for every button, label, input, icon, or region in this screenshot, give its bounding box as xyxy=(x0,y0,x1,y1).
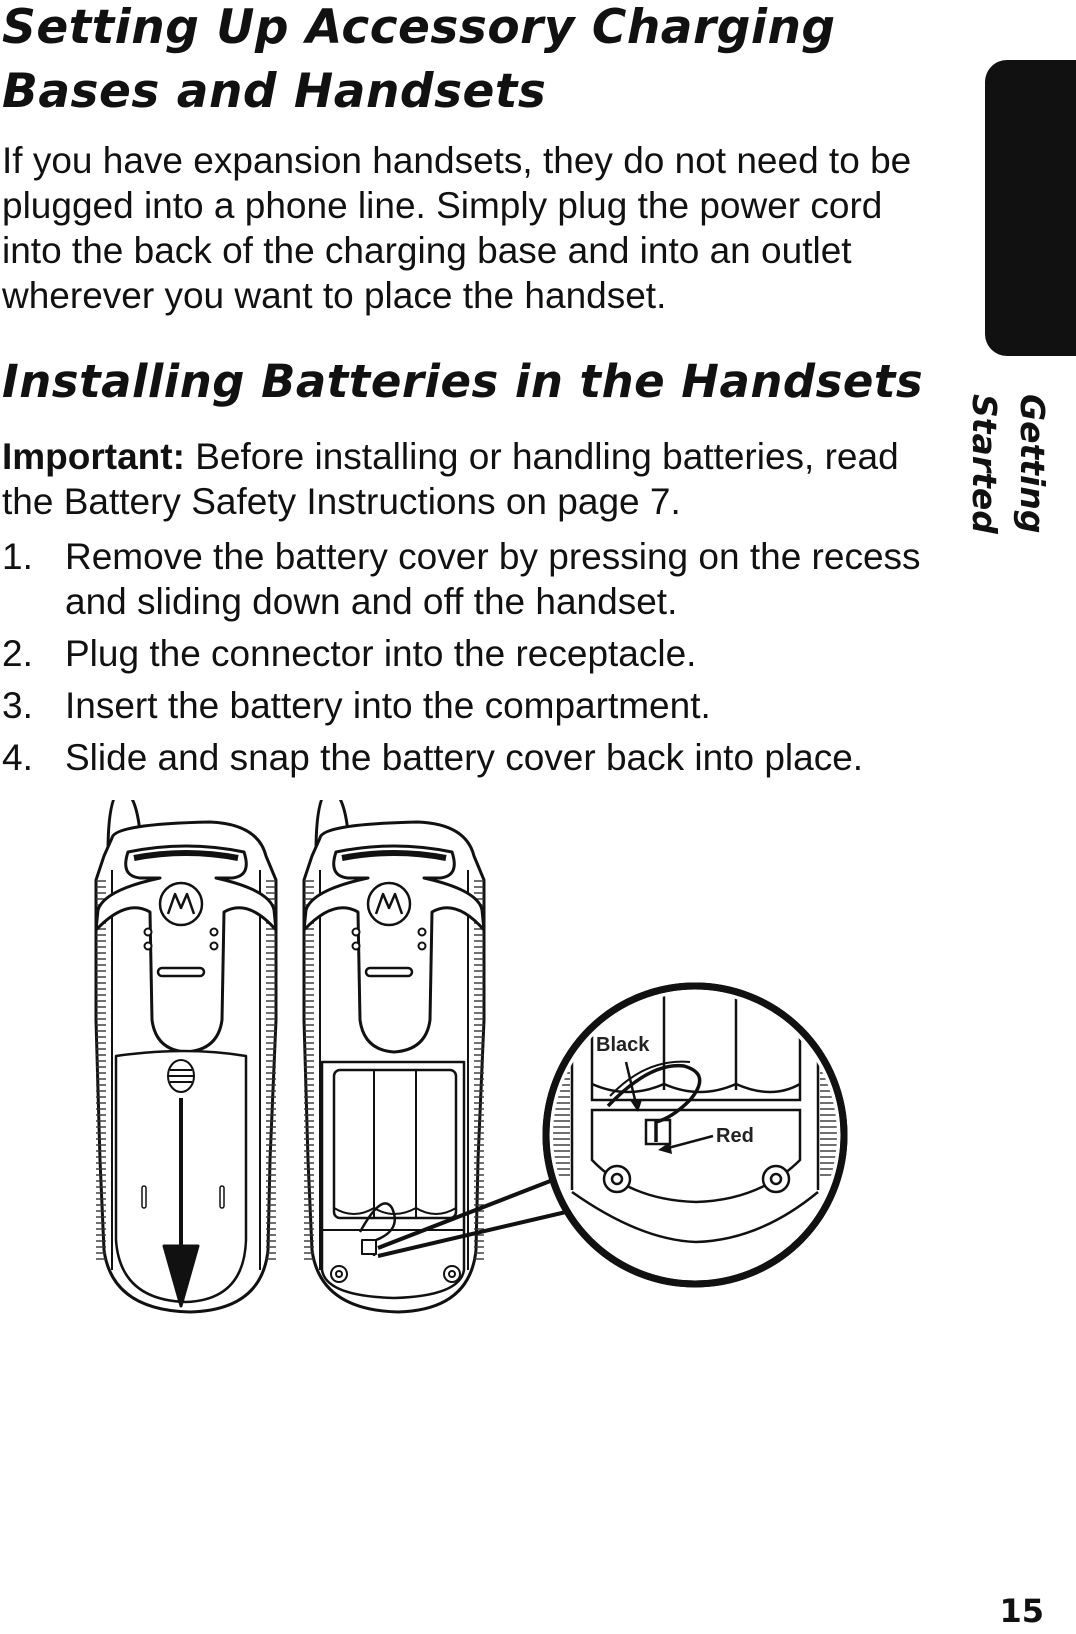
red-wire-label: Red xyxy=(716,1125,754,1147)
important-note: Important: Before installing or handling… xyxy=(2,434,942,524)
chapter-tab-label: Getting Started xyxy=(965,394,1052,534)
important-label: Important: xyxy=(2,436,185,477)
battery-connector xyxy=(361,1239,377,1255)
connector-wire xyxy=(606,1063,702,1142)
cover-recess xyxy=(167,1059,195,1093)
slide-down-arrowhead xyxy=(162,1244,200,1308)
side-grip-right xyxy=(474,880,484,1260)
list-item: 1. Remove the battery cover by pressing o… xyxy=(2,534,932,624)
step-text: Slide and snap the battery cover back in… xyxy=(65,737,864,778)
receptacle xyxy=(644,1118,672,1146)
chapter-tab xyxy=(985,60,1076,356)
belt-clip xyxy=(94,844,278,1054)
section-heading-batteries: Installing Batteries in the Handsets xyxy=(2,355,924,408)
magnified-connector-detail: Black Red xyxy=(542,982,848,1288)
handset-cover-removed xyxy=(302,800,486,1314)
section-heading-setup: Setting Up Accessory Charging Bases and … xyxy=(2,0,836,119)
step-number: 4. xyxy=(2,737,33,778)
battery-installation-illustration: Black Red xyxy=(94,800,848,1314)
motorola-logo-icon xyxy=(366,881,412,927)
list-item: 2. Plug the connector into the receptacle… xyxy=(2,631,932,676)
list-item: 3. Insert the battery into the compartmen… xyxy=(2,683,932,728)
step-text: Insert the battery into the compartment. xyxy=(65,685,711,726)
page-number: 15 xyxy=(999,1592,1044,1630)
handset-with-cover xyxy=(94,800,278,1314)
black-wire-pointer xyxy=(624,1061,638,1105)
red-wire-pointer xyxy=(667,1134,714,1150)
important-text: Before installing or handling batteries,… xyxy=(2,436,899,522)
callout-lines xyxy=(377,1176,567,1258)
side-grip-left xyxy=(304,880,314,1260)
step-number: 1. xyxy=(2,536,33,577)
side-grip-right xyxy=(266,880,276,1260)
step-number: 2. xyxy=(2,633,33,674)
step-text: Remove the battery cover by pressing on … xyxy=(65,536,921,622)
step-text: Plug the connector into the receptacle. xyxy=(65,633,697,674)
step-number: 3. xyxy=(2,685,33,726)
black-wire-label: Black xyxy=(596,1034,650,1056)
side-grip-left xyxy=(96,880,106,1260)
list-item: 4. Slide and snap the battery cover back … xyxy=(2,735,932,780)
belt-clip xyxy=(302,844,486,1054)
motorola-logo-icon xyxy=(158,881,204,927)
setup-paragraph: If you have expansion handsets, they do … xyxy=(2,140,912,316)
battery-pack xyxy=(332,1068,458,1220)
battery-steps-list: 1. Remove the battery cover by pressing o… xyxy=(2,534,932,787)
battery-connector-wire xyxy=(358,1202,396,1257)
